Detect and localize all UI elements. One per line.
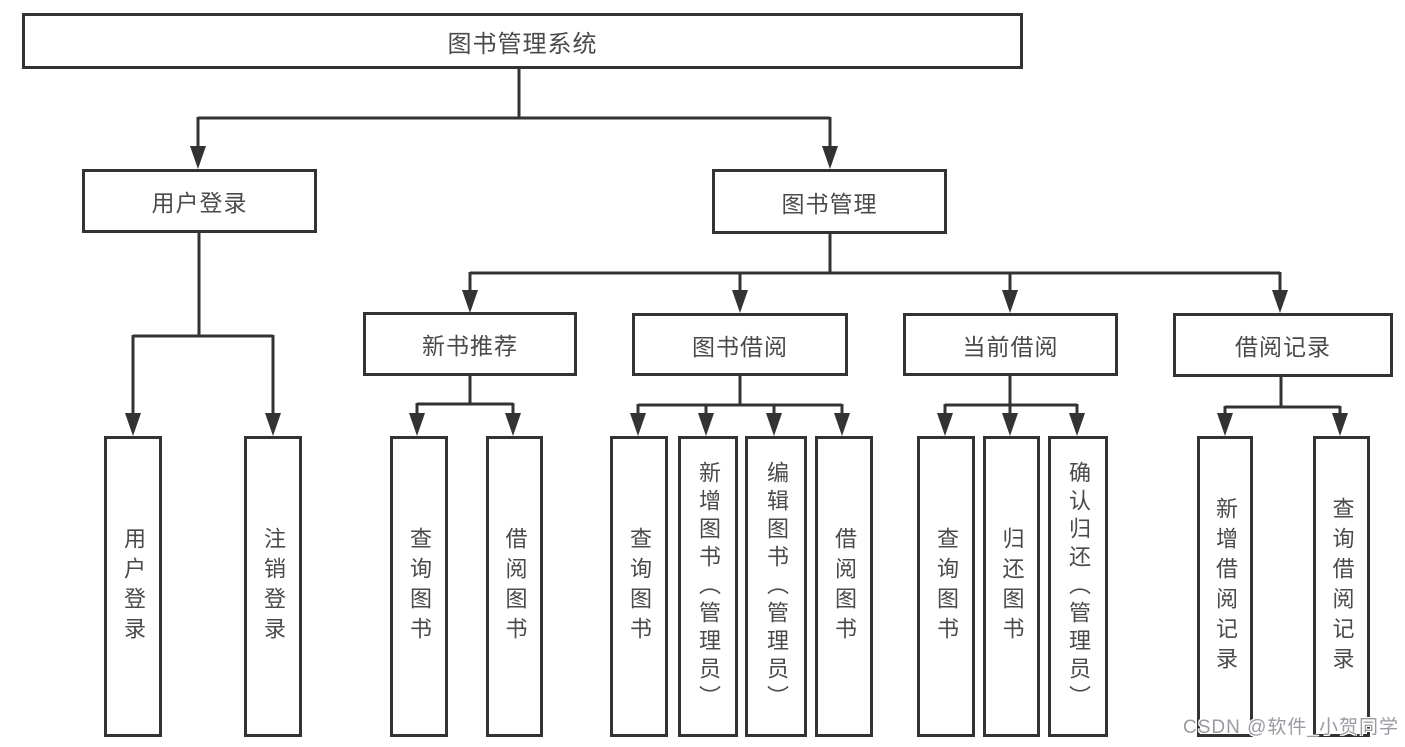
leaf-query-books-1: 查询图书 xyxy=(390,436,448,737)
leaf-borrow-books-2: 借阅图书 xyxy=(815,436,873,737)
leaf-edit-book-admin: 编辑图书（管理员） xyxy=(745,436,807,737)
node-book-management: 图书管理 xyxy=(712,169,947,234)
leaf-add-book-admin: 新增图书（管理员） xyxy=(678,436,738,737)
node-new-book-recommend: 新书推荐 xyxy=(363,312,577,376)
leaf-add-borrow-record: 新增借阅记录 xyxy=(1197,436,1253,737)
leaf-user-login: 用户登录 xyxy=(104,436,162,737)
csdn-watermark: CSDN @软件_小贺同学 xyxy=(1183,717,1399,738)
leaf-query-books-3: 查询图书 xyxy=(917,436,975,737)
leaf-logout: 注销登录 xyxy=(244,436,302,737)
leaf-query-borrow-record: 查询借阅记录 xyxy=(1313,436,1370,737)
node-book-borrow: 图书借阅 xyxy=(632,313,848,376)
node-current-borrow: 当前借阅 xyxy=(903,313,1118,376)
leaf-confirm-return-admin: 确认归还（管理员） xyxy=(1048,436,1108,737)
node-borrow-records: 借阅记录 xyxy=(1173,313,1393,377)
leaf-query-books-2: 查询图书 xyxy=(610,436,668,737)
leaf-return-book: 归还图书 xyxy=(983,436,1040,737)
leaf-borrow-books-1: 借阅图书 xyxy=(486,436,543,737)
node-user-login: 用户登录 xyxy=(82,169,317,233)
node-library-management-system: 图书管理系统 xyxy=(22,13,1023,69)
